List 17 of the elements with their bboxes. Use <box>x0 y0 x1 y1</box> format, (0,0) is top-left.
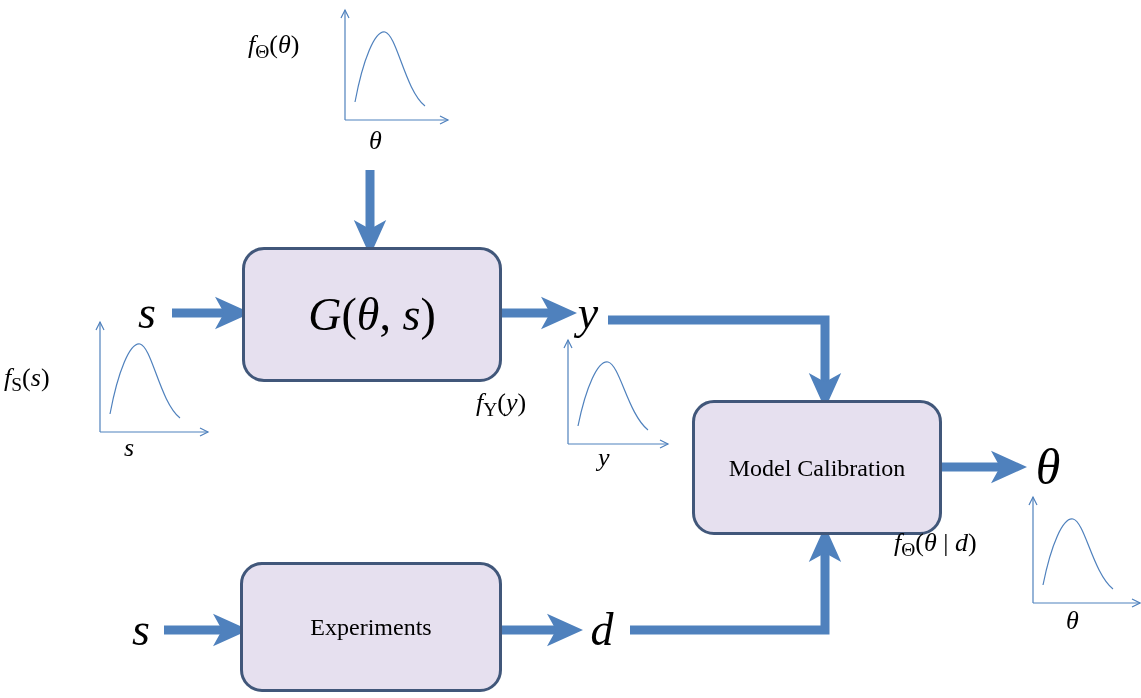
arrow <box>502 613 583 647</box>
variable-label: s <box>122 285 172 341</box>
arrow <box>502 296 577 330</box>
variable-label: θ <box>1018 437 1078 497</box>
axis-label: s <box>124 435 135 461</box>
arrow <box>942 450 1027 484</box>
function-label: f$_{Y}$(y) <box>476 390 527 416</box>
variable-label: d <box>574 602 630 658</box>
variable-label: y <box>568 285 608 341</box>
axis-label: y <box>598 445 610 471</box>
process-box: Experiments <box>240 562 502 692</box>
function-label: f$_{S}$(s) <box>4 365 50 391</box>
axis-label: θ <box>369 128 382 154</box>
variable-label: s <box>118 602 164 658</box>
function-label: f$_{Θ}$(θ) <box>248 32 300 58</box>
process-box: G(θ, s) <box>242 247 502 382</box>
axis-label: θ <box>1066 608 1079 634</box>
